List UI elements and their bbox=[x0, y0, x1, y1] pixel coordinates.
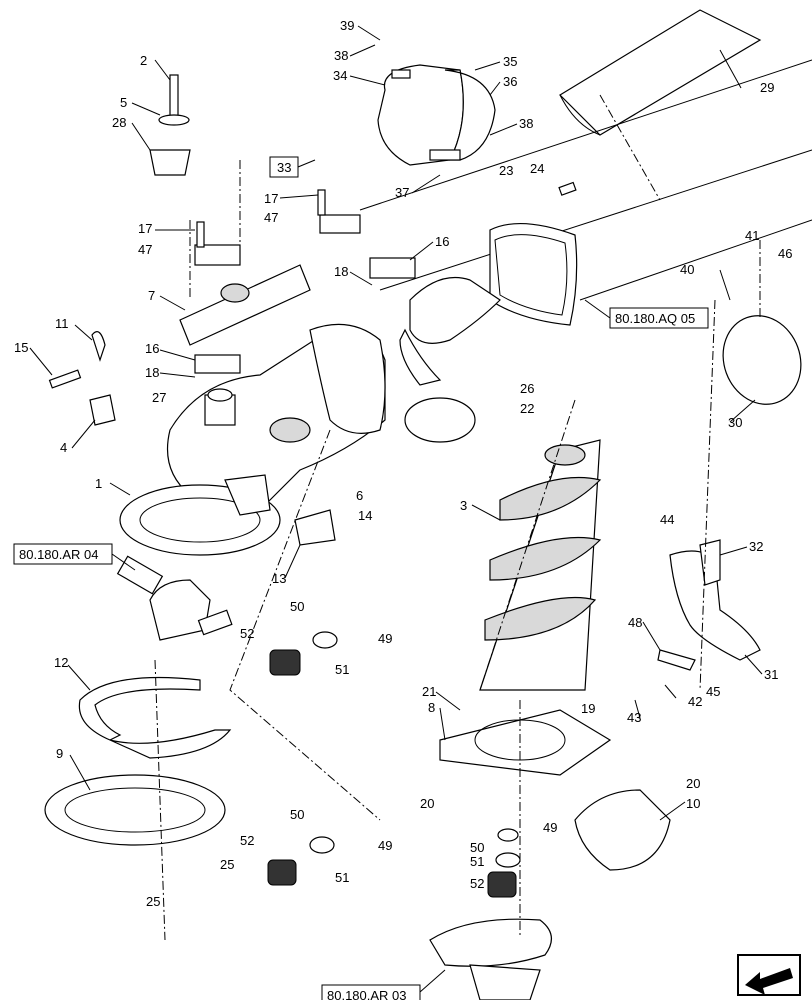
callout: 24 bbox=[530, 161, 544, 176]
callout: 47 bbox=[264, 210, 278, 225]
callout: 41 bbox=[745, 228, 759, 243]
coupler-52 bbox=[267, 649, 517, 898]
callout-labels: 1 2 3 4 5 6 7 8 9 10 11 12 13 14 15 16 1… bbox=[14, 18, 792, 909]
callout: 8 bbox=[428, 700, 435, 715]
callout: 35 bbox=[503, 54, 517, 69]
callout: 25 bbox=[220, 857, 234, 872]
callout: 47 bbox=[138, 242, 152, 257]
callout: 1 bbox=[95, 476, 102, 491]
callout: 42 bbox=[688, 694, 702, 709]
guard-10 bbox=[574, 789, 671, 871]
callout: 45 bbox=[706, 684, 720, 699]
callout: 11 bbox=[55, 316, 69, 331]
callout: 22 bbox=[520, 401, 534, 416]
callout: 44 bbox=[660, 512, 674, 527]
callout: 5 bbox=[120, 95, 127, 110]
callout: 51 bbox=[335, 662, 349, 677]
bracket-8 bbox=[439, 709, 612, 776]
callout: 52 bbox=[240, 626, 254, 641]
callout: 18 bbox=[145, 365, 159, 380]
callout: 46 bbox=[778, 246, 792, 261]
callout: 34 bbox=[333, 68, 347, 83]
callout: 18 bbox=[334, 264, 348, 279]
callout: 3 bbox=[460, 498, 467, 513]
callout: 29 bbox=[760, 80, 774, 95]
callout: 19 bbox=[581, 701, 595, 716]
callout: 27 bbox=[152, 390, 166, 405]
callout: 20 bbox=[420, 796, 434, 811]
ref-box-33[interactable]: 33 bbox=[269, 156, 316, 178]
callout: 40 bbox=[680, 262, 694, 277]
callout: 38 bbox=[519, 116, 533, 131]
callout: 12 bbox=[54, 655, 68, 670]
auger-flighting-3 bbox=[479, 439, 602, 691]
callout: 30 bbox=[728, 415, 742, 430]
next-page-arrow-icon[interactable] bbox=[737, 954, 801, 996]
svg-text:80.180.AR 03: 80.180.AR 03 bbox=[327, 988, 407, 1000]
ref-box-aq05[interactable]: 80.180.AQ 05 bbox=[584, 299, 709, 329]
ref-box-ar04[interactable]: 80.180.AR 04 bbox=[13, 543, 136, 571]
callout: 51 bbox=[470, 854, 484, 869]
bracket-31 bbox=[669, 539, 761, 661]
callout: 16 bbox=[145, 341, 159, 356]
callout: 48 bbox=[628, 615, 642, 630]
ref-box-ar03[interactable]: 80.180.AR 03 bbox=[321, 969, 446, 1000]
callout: 28 bbox=[112, 115, 126, 130]
clamp-30 bbox=[722, 315, 802, 405]
gasket-9 bbox=[44, 774, 226, 846]
callout: 39 bbox=[340, 18, 354, 33]
gearbox-ar04 bbox=[116, 555, 233, 641]
plate-48 bbox=[657, 649, 696, 671]
callout: 15 bbox=[14, 340, 28, 355]
plate-7 bbox=[179, 214, 416, 374]
callout: 10 bbox=[686, 796, 700, 811]
cover-34 bbox=[377, 64, 496, 166]
callout: 52 bbox=[470, 876, 484, 891]
callout: 49 bbox=[378, 631, 392, 646]
callout: 50 bbox=[470, 840, 484, 855]
callout: 36 bbox=[503, 74, 517, 89]
callout: 23 bbox=[499, 163, 513, 178]
callout: 31 bbox=[764, 667, 778, 682]
spout-housing-1 bbox=[119, 323, 386, 556]
callout: 49 bbox=[543, 820, 557, 835]
svg-text:80.180.AR 04: 80.180.AR 04 bbox=[19, 547, 99, 562]
callout: 49 bbox=[378, 838, 392, 853]
callout: 21 bbox=[422, 684, 436, 699]
svg-text:80.180.AQ 05: 80.180.AQ 05 bbox=[615, 311, 695, 326]
callout: 16 bbox=[435, 234, 449, 249]
svg-text:33: 33 bbox=[277, 160, 291, 175]
callout: 6 bbox=[356, 488, 363, 503]
callout: 13 bbox=[272, 571, 286, 586]
callout: 2 bbox=[140, 53, 147, 68]
callout: 14 bbox=[358, 508, 372, 523]
gearbox-bottom bbox=[429, 918, 552, 1000]
centerlines bbox=[154, 160, 761, 941]
callout: 17 bbox=[138, 221, 152, 236]
callout: 4 bbox=[60, 440, 67, 455]
leader-lines bbox=[29, 25, 763, 821]
callout: 17 bbox=[264, 191, 278, 206]
callout: 37 bbox=[395, 185, 409, 200]
callout: 9 bbox=[56, 746, 63, 761]
callout: 50 bbox=[290, 807, 304, 822]
callout: 7 bbox=[148, 288, 155, 303]
callout: 26 bbox=[520, 381, 534, 396]
ring-12 bbox=[78, 676, 232, 759]
callout: 38 bbox=[334, 48, 348, 63]
auger-tube-29 bbox=[359, 9, 812, 301]
tube-flange bbox=[399, 223, 578, 386]
fasteners bbox=[48, 74, 577, 868]
callout: 50 bbox=[290, 599, 304, 614]
callout: 25 bbox=[146, 894, 160, 909]
callout: 51 bbox=[335, 870, 349, 885]
callout: 43 bbox=[627, 710, 641, 725]
callout: 32 bbox=[749, 539, 763, 554]
callout: 52 bbox=[240, 833, 254, 848]
callout: 20 bbox=[686, 776, 700, 791]
